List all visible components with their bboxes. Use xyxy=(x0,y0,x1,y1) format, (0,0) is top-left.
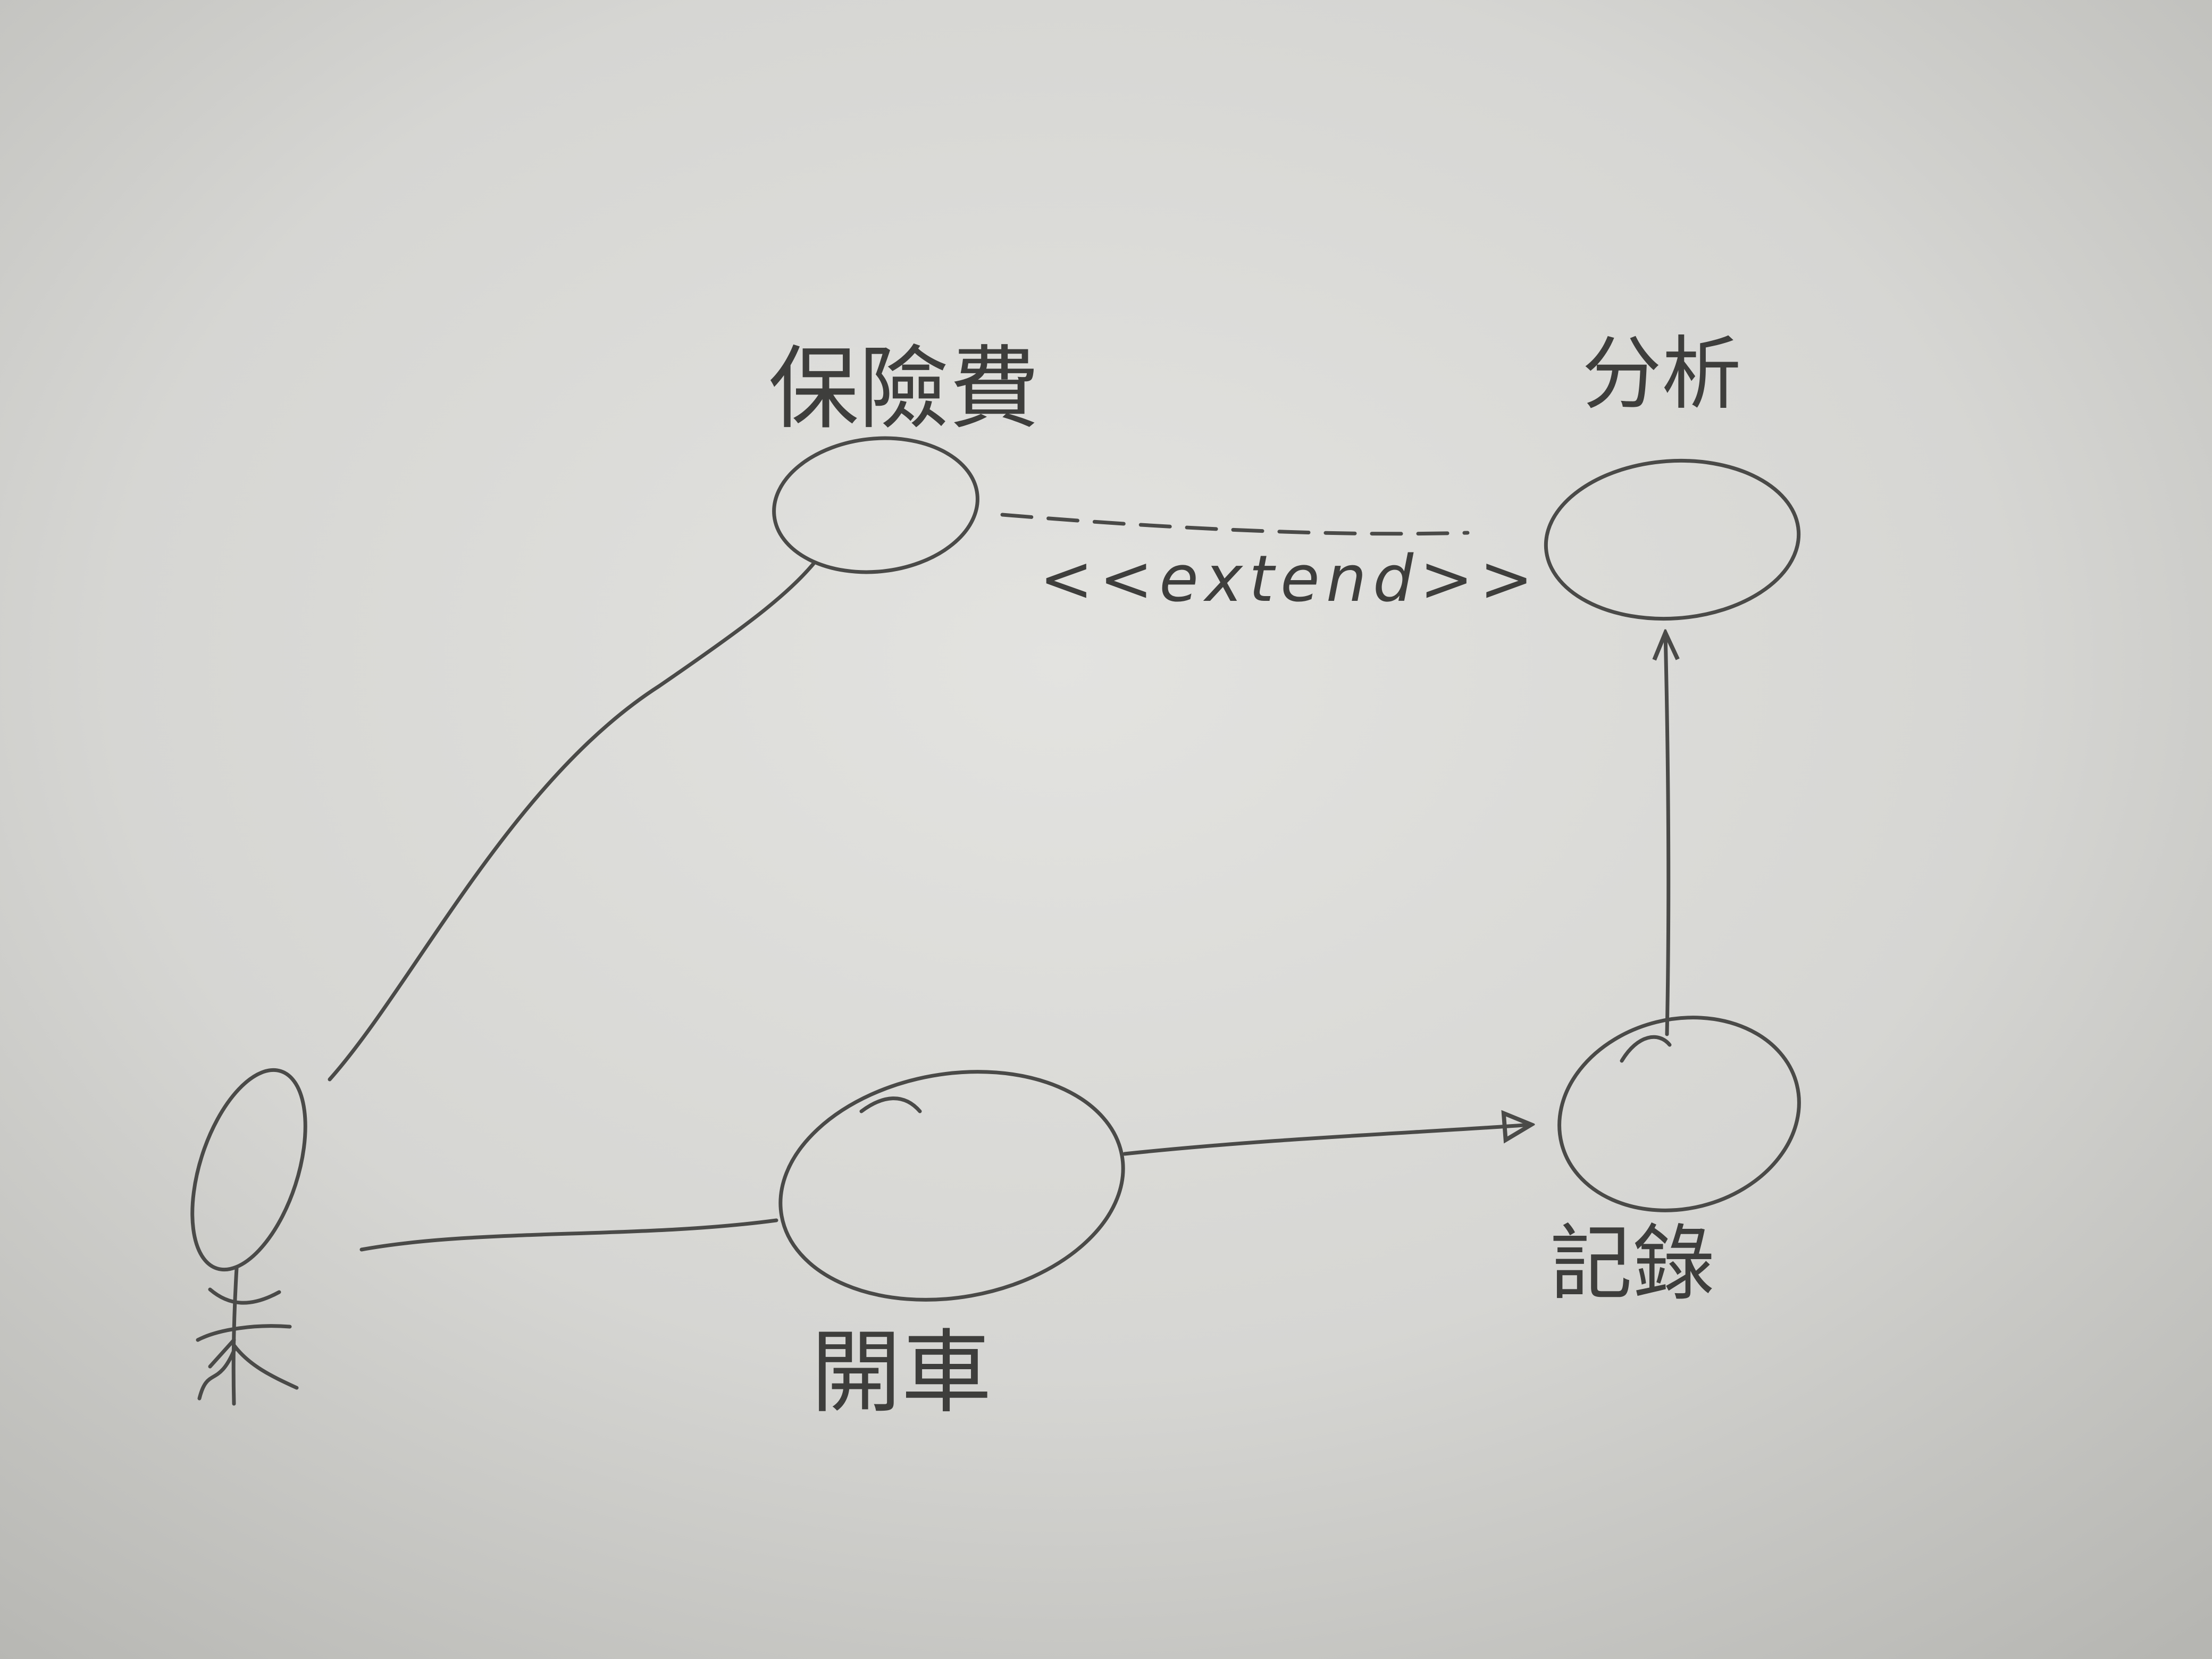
use-case-insurance-label: 保險費 xyxy=(768,337,1040,442)
arrow-record-to-analysis xyxy=(1665,633,1669,1036)
extend-relation-label: <<extend>> xyxy=(1040,542,1539,616)
association-actor-drive xyxy=(359,1218,778,1252)
actor-stick-figure-icon xyxy=(190,1068,307,1406)
use-case-analysis-label: 分析 xyxy=(1582,328,1741,421)
drive-ellipse-pencil-hook xyxy=(859,1096,922,1113)
use-case-record-label: 記錄 xyxy=(1550,1216,1715,1312)
record-ellipse-pencil-hook xyxy=(1620,1035,1672,1063)
use-case-record-ellipse xyxy=(1557,1016,1801,1212)
use-case-drive-label: 開車 xyxy=(811,1320,992,1426)
association-actor-insurance xyxy=(328,562,816,1082)
use-case-drive-ellipse xyxy=(778,1070,1125,1302)
extend-dashed-line xyxy=(1000,513,1470,536)
arrow-drive-to-record xyxy=(1122,1125,1531,1156)
use-case-analysis-ellipse xyxy=(1544,458,1801,621)
use-case-insurance-ellipse xyxy=(772,436,979,574)
